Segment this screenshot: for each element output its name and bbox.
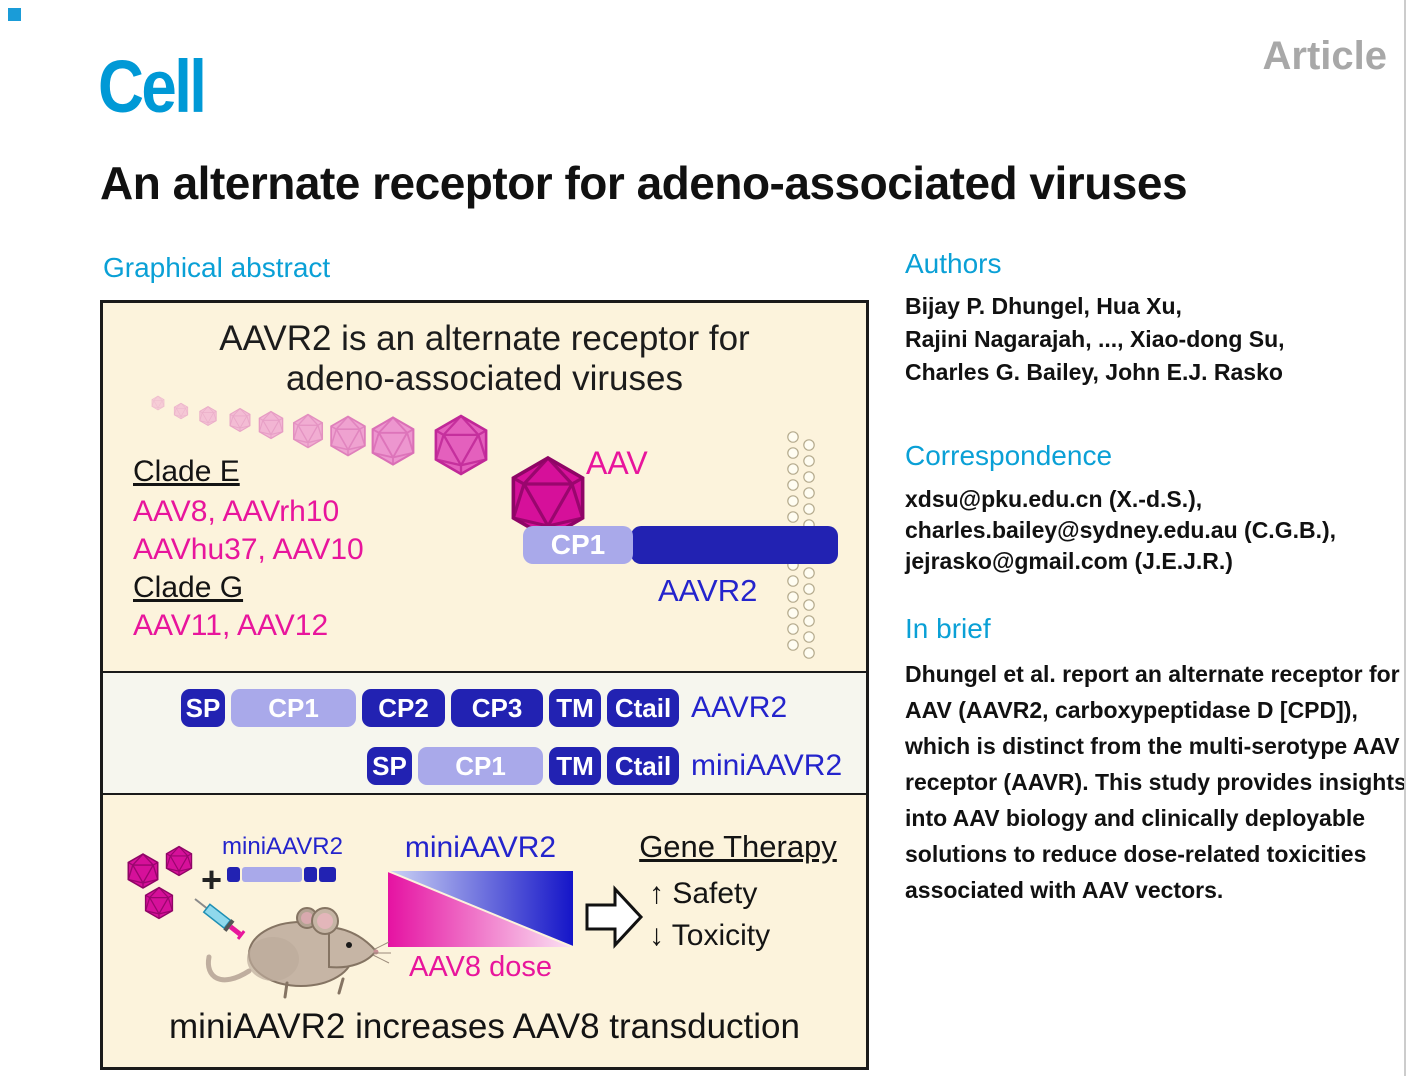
mini-bar-cp1 <box>242 867 302 882</box>
panel-title-line2: adeno-associated viruses <box>286 359 683 398</box>
clade-g-serotypes: AAV11, AAV12 <box>133 609 329 642</box>
graphical-abstract-caption: miniAAVR2 increases AAV8 transduction <box>169 1007 800 1046</box>
aavr2-domain-diagram: SP CP1 CP2 CP3 TM Ctail <box>181 689 679 727</box>
aavr2-domain-cp3: CP3 <box>451 689 543 727</box>
gene-therapy-block: Gene Therapy ↑ Safety ↓ Toxicity <box>623 829 853 953</box>
graphical-abstract-panel: AAVR2 is an alternate receptor for adeno… <box>100 300 869 1070</box>
mini-bar-sp <box>227 867 240 882</box>
correspondence-block: xdsu@pku.edu.cn (X.-d.S.), charles.baile… <box>905 484 1336 577</box>
aavr2-domain-sp: SP <box>181 689 225 727</box>
correspondence-email-2[interactable]: charles.bailey@sydney.edu.au (C.G.B.), <box>905 517 1337 543</box>
graphical-abstract-heading: Graphical abstract <box>103 252 331 283</box>
receptor-aavr2-label: AAVR2 <box>658 573 758 608</box>
miniaavr2-domain-diagram: SP CP1 TM Ctail <box>367 747 679 785</box>
page-title: An alternate receptor for adeno-associat… <box>100 157 1188 209</box>
mini-domain-cp1: CP1 <box>418 747 543 785</box>
aav-label: AAV <box>586 445 648 481</box>
corner-mark <box>8 8 21 21</box>
journal-logo: Cell <box>98 45 207 128</box>
receptor-ectodomain-bar <box>631 526 838 564</box>
clade-e-label: Clade E <box>133 455 240 488</box>
article-type-label: Article <box>1262 34 1388 78</box>
mini-bar-ctail <box>319 867 336 882</box>
author-names-line3: Charles G. Bailey, John E.J. Rasko <box>905 359 1283 385</box>
aavr2-domain-cp2: CP2 <box>362 689 445 727</box>
receptor-cp1-chip: CP1 <box>523 526 633 564</box>
author-names-line1: Bijay P. Dhungel, Hua Xu, <box>905 293 1182 319</box>
mini-domain-sp: SP <box>367 747 412 785</box>
clade-g-label: Clade G <box>133 571 244 604</box>
miniaavr2-domain-row-label: miniAAVR2 <box>691 749 843 782</box>
correspondence-email-1[interactable]: xdsu@pku.edu.cn (X.-d.S.), <box>905 486 1203 512</box>
aavr2-domain-cp1: CP1 <box>231 689 356 727</box>
mini-construct-label: miniAAVR2 <box>222 833 343 860</box>
clade-e-serotypes-2: AAVhu37, AAV10 <box>133 533 364 566</box>
author-names-line2: Rajini Nagarajah, ..., Xiao-dong Su, <box>905 326 1285 352</box>
mini-domain-ctail: Ctail <box>607 747 679 785</box>
mini-construct-bar <box>227 867 336 882</box>
aavr2-domain-ctail: Ctail <box>607 689 679 727</box>
block-arrow-icon <box>585 885 644 949</box>
dose-axis-label: AAV8 dose <box>409 951 552 983</box>
mouse-illustration <box>205 907 391 999</box>
clade-e-serotypes-1: AAV8, AAVrh10 <box>133 495 340 528</box>
gene-therapy-title: Gene Therapy <box>639 829 837 864</box>
plus-sign: + <box>201 859 223 900</box>
aavr2-domain-row-label: AAVR2 <box>691 691 788 724</box>
correspondence-heading: Correspondence <box>905 440 1113 471</box>
author-names: Bijay P. Dhungel, Hua Xu, Rajini Nagaraj… <box>905 290 1285 389</box>
correspondence-email-3[interactable]: jejrasko@gmail.com (J.E.J.R.) <box>905 548 1233 574</box>
aavr2-domain-tm: TM <box>549 689 601 727</box>
panel-title-line1: AAVR2 is an alternate receptor for <box>219 319 750 358</box>
mini-domain-tm: TM <box>549 747 601 785</box>
toxicity-line: ↓ Toxicity <box>649 919 771 952</box>
authors-heading: Authors <box>905 248 1002 279</box>
safety-line: ↑ Safety <box>649 877 758 910</box>
scrollbar-track[interactable] <box>1404 0 1406 1076</box>
in-brief-text: Dhungel et al. report an alternate recep… <box>905 661 1407 903</box>
dose-gradient-block: miniAAVR2 AAV8 dose <box>388 831 573 984</box>
in-brief-heading: In brief <box>905 613 991 644</box>
mini-bar-tm <box>304 867 317 882</box>
dose-gradient-icon <box>388 871 573 947</box>
syringe-icon <box>194 898 246 940</box>
dose-gradient-title: miniAAVR2 <box>404 831 557 864</box>
